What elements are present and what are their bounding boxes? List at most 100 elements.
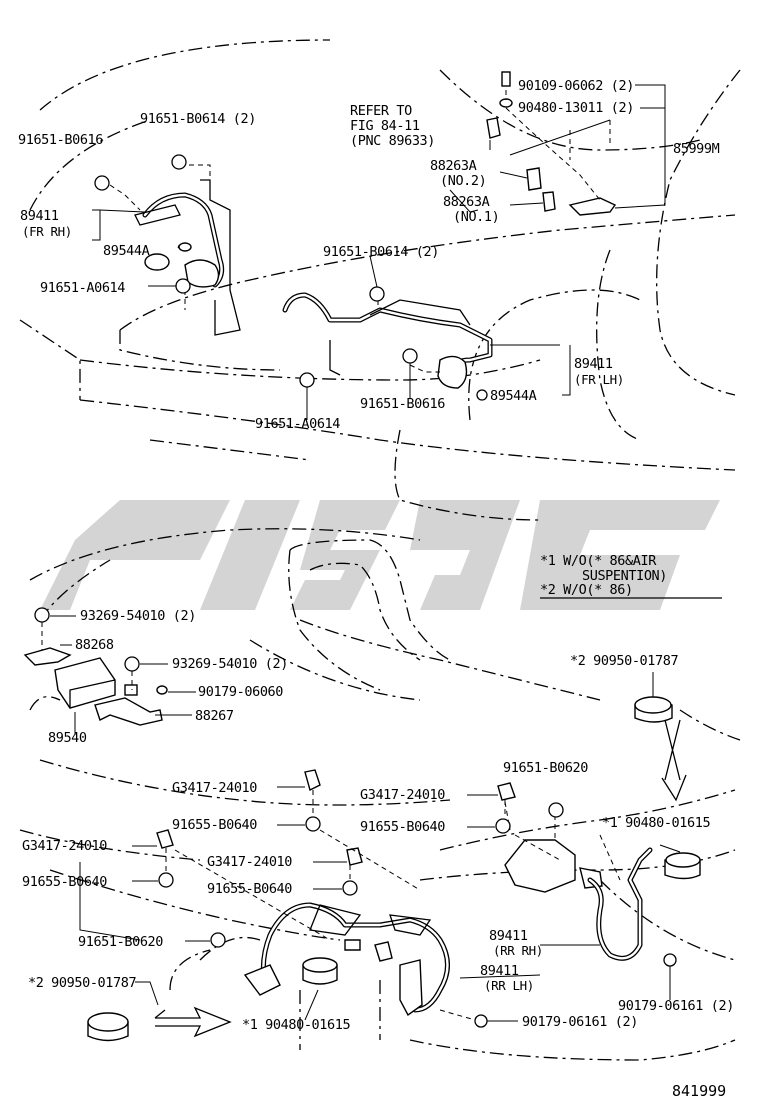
label-90179-06060: 90179-06060 [198, 684, 283, 700]
label-90480-01615-right: *1 90480-01615 [602, 815, 710, 831]
front-leaders [92, 84, 666, 420]
bolt-93269-b-icon [124, 656, 140, 672]
label-88267: 88267 [195, 708, 234, 724]
label-88268: 88268 [75, 637, 114, 653]
watermark-logo [40, 500, 720, 610]
rear-leaders [79, 786, 621, 1021]
middle-parts [23, 607, 673, 735]
note2: *2 W/O(* 86) [540, 582, 633, 598]
label-rr-lh: (RR LH) [484, 978, 534, 993]
front-text: 90109-06062 (2) 90480-13011 (2) 85999M R… [18, 78, 720, 432]
rear-parts [87, 719, 701, 1042]
bracket-85999m-shape [568, 197, 617, 216]
label-91655-a: 91655-B0640 [172, 817, 257, 833]
label-g3417-d: G3417-24010 [207, 854, 292, 870]
note1-line1: *1 W/O(* 86&AIR [540, 553, 657, 569]
bracket-88267-shape [94, 697, 163, 726]
bolt-91651-a0614-left-icon [175, 278, 191, 294]
bolt-90109-shape [501, 71, 511, 87]
bolt-91655-d-icon [342, 880, 358, 896]
connector-refer-shape [486, 117, 501, 139]
sensor-fr-rh-shape [184, 259, 220, 288]
label-91655-c: 91655-B0640 [22, 874, 107, 890]
label-88263a-no1: 88263A [443, 194, 490, 210]
label-90950-left: *2 90950-01787 [28, 975, 136, 991]
bolt-91651-b0614-top-icon [171, 154, 187, 170]
label-91651-b0614-mid: 91651-B0614 (2) [323, 244, 439, 260]
label-89411-rr-rh: 89411 [489, 928, 528, 944]
label-91651-b0614-top: 91651-B0614 (2) [140, 111, 256, 127]
front-parts [109, 71, 617, 389]
computer-89540-shape [54, 657, 116, 709]
label-89411-fr-lh: 89411 [574, 356, 613, 372]
nut-90179-06161-bottom-icon [474, 1014, 488, 1028]
bolt-91655-b-icon [495, 818, 511, 834]
label-91651-b0616-mid: 91651-B0616 [360, 396, 445, 412]
clip-88263a-no2-shape [526, 167, 542, 191]
figure-number: 841999 [672, 1082, 726, 1100]
nut-90480-shape [499, 98, 513, 108]
label-91651-a0614-left: 91651-A0614 [40, 280, 125, 296]
bolt-91651-b0614-mid-icon [369, 286, 385, 302]
label-no1: (NO.1) [453, 209, 499, 225]
sensor-fr-lh-shape [437, 355, 468, 389]
label-91651-b0616-top: 91651-B0616 [18, 132, 103, 148]
label-g3417-c: G3417-24010 [22, 838, 107, 854]
rear-bolts [158, 802, 564, 948]
bolt-91651-b0616-top-icon [94, 175, 110, 191]
clip-g3417-c-shape [156, 829, 174, 849]
notes-text: *1 W/O(* 86&AIR SUSPENTION) *2 W/O(* 86) [540, 553, 667, 598]
label-90179-06161-bottom: 90179-06161 (2) [522, 1014, 638, 1030]
label-85999m: 85999M [673, 141, 720, 157]
refer-line2: FIG 84-11 [350, 118, 420, 134]
label-g3417-a: G3417-24010 [172, 780, 257, 796]
label-90480-01615-bottom: *1 90480-01615 [242, 1017, 350, 1033]
label-no2: (NO.2) [440, 173, 486, 189]
sensor-rr-lh-shape [243, 964, 281, 996]
clip-g3417-a-shape [304, 769, 321, 792]
nut-90179-06060-icon [156, 685, 168, 695]
label-93269-a: 93269-54010 (2) [80, 608, 196, 624]
label-fr-lh: (FR LH) [574, 372, 624, 387]
clip-g3417-b-shape [497, 782, 516, 801]
bracket-88268-shape [23, 647, 72, 666]
bolt-91651-a0614-bottom-icon [299, 372, 315, 388]
bolt-91655-a-icon [305, 816, 321, 832]
clip-88263a-no1-shape [542, 191, 556, 212]
label-90950-top: *2 90950-01787 [570, 653, 678, 669]
clip-g3417-d-shape [346, 847, 363, 866]
bolt-91651-b0620-right-icon [548, 802, 564, 818]
refer-line3: (PNC 89633) [350, 133, 435, 149]
ring-89544a-lh-icon [476, 389, 488, 401]
bolt-91655-c-icon [158, 872, 174, 888]
label-91655-b: 91655-B0640 [360, 819, 445, 835]
label-rr-rh: (RR RH) [493, 943, 543, 958]
middle-text: 93269-54010 (2) 88268 93269-54010 (2) 90… [48, 608, 679, 746]
note1-line2: SUSPENTION) [582, 568, 667, 584]
label-89540: 89540 [48, 730, 87, 746]
label-91655-d: 91655-B0640 [207, 881, 292, 897]
sensor-rr-rh-shape [504, 839, 576, 893]
label-91651-a0614-bottom: 91651-A0614 [255, 416, 340, 432]
label-89411-rr-lh: 89411 [480, 963, 519, 979]
label-90480-13011: 90480-13011 (2) [518, 100, 634, 116]
refer-line1: REFER TO [350, 103, 412, 119]
label-89544a-lh: 89544A [490, 388, 537, 404]
rear-text: G3417-24010 G3417-24010 91651-B0620 9165… [22, 760, 734, 1033]
label-89544a-rh: 89544A [103, 243, 150, 259]
nut-90179-06161-right-icon [663, 953, 677, 967]
label-91651-b0620-left: 91651-B0620 [78, 934, 163, 950]
label-fr-rh: (FR RH) [22, 224, 72, 239]
front-bolts [94, 154, 488, 401]
label-91651-b0620-right: 91651-B0620 [503, 760, 588, 776]
label-g3417-b: G3417-24010 [360, 787, 445, 803]
label-89411-fr-rh: 89411 [20, 208, 59, 224]
label-93269-b: 93269-54010 (2) [172, 656, 288, 672]
label-90179-06161-right: 90179-06161 (2) [618, 998, 734, 1014]
bolt-91651-b0620-left-icon [210, 932, 226, 948]
bolt-91651-b0616-mid-icon [402, 348, 418, 364]
bolt-93269-a-icon [34, 607, 50, 623]
label-88263a-no2: 88263A [430, 158, 477, 174]
label-90109-06062: 90109-06062 (2) [518, 78, 634, 94]
